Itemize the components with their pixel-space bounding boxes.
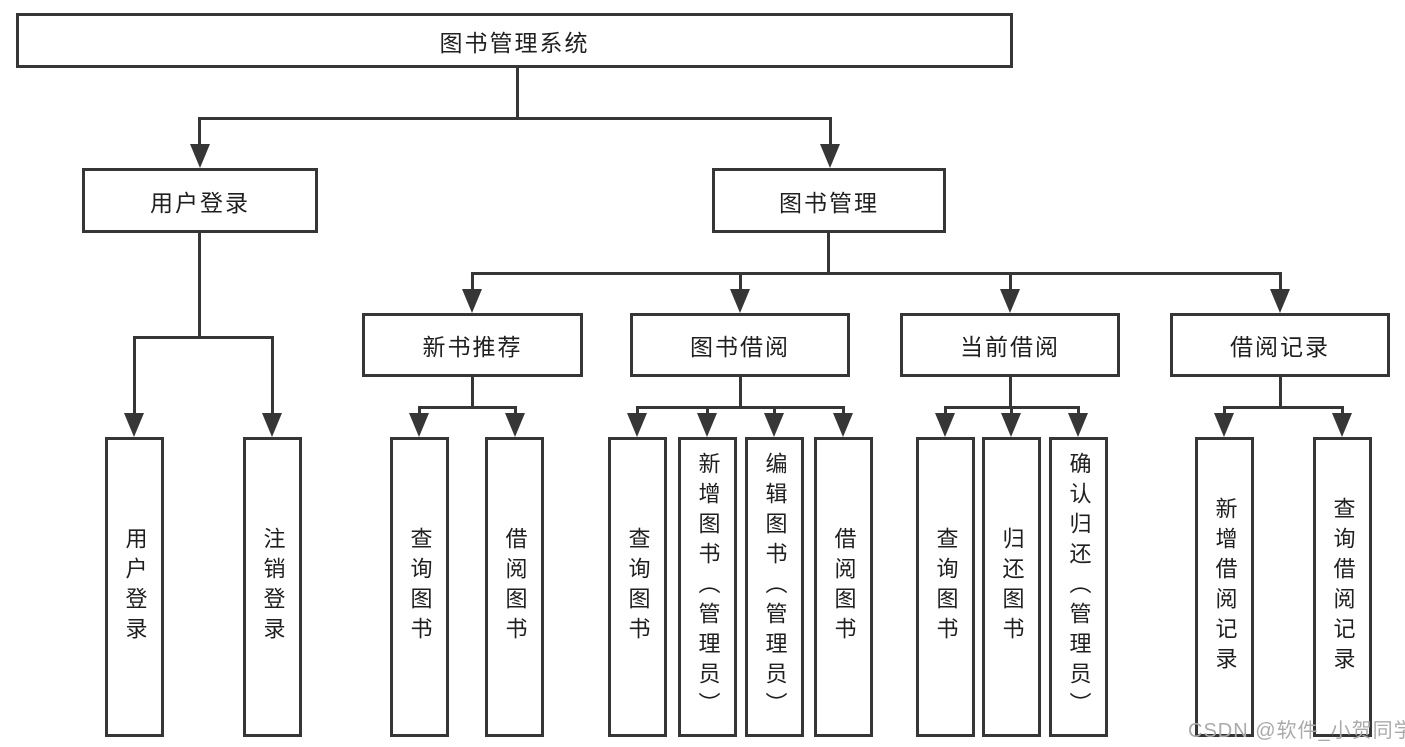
arrow-down-icon [1068,413,1088,437]
connector-line [471,377,474,409]
arrow-down-icon [1332,413,1352,437]
connector-line [471,272,1281,275]
arrow-down-icon [1001,413,1021,437]
leaf-query-books-borrow: 查询图书 [608,437,667,737]
arrow-down-icon [833,413,853,437]
leaf-label: 借阅图书 [831,527,857,647]
leaf-confirm-return-admin: 确认归还（管理员） [1049,437,1108,737]
node-label: 图书借阅 [690,334,790,360]
leaf-query-borrow-record: 查询借阅记录 [1313,437,1372,737]
connector-line [271,336,274,418]
node-book-management: 图书管理 [712,168,946,233]
connector-line [418,406,421,418]
connector-line [827,233,830,272]
leaf-add-borrow-record: 新增借阅记录 [1195,437,1254,737]
csdn-watermark: CSDN @软件_小贺同学 [1188,720,1405,742]
leaf-user-login: 用户登录 [105,437,164,737]
arrow-down-icon [730,289,750,313]
leaf-edit-book-admin: 编辑图书（管理员） [745,437,804,737]
connector-line [516,68,519,117]
leaf-label: 新增借阅记录 [1212,497,1238,677]
connector-line [471,272,474,295]
connector-line [1009,272,1012,295]
arrow-down-icon [462,289,482,313]
node-label: 图书管理系统 [439,29,590,56]
node-new-book-recommendation: 新书推荐 [362,313,583,377]
leaf-label: 借阅图书 [502,527,528,647]
arrow-down-icon [627,413,647,437]
leaf-label: 注销登录 [260,527,286,647]
arrow-down-icon [1270,289,1290,313]
connector-line [773,406,776,418]
arrow-down-icon [1000,289,1020,313]
connector-line [706,406,709,418]
arrow-down-icon [124,413,144,437]
leaf-label: 查询图书 [407,527,433,647]
leaf-label: 查询图书 [625,527,651,647]
node-label: 新书推荐 [422,334,523,360]
leaf-borrow-books-borrow: 借阅图书 [814,437,873,737]
connector-line [1009,377,1012,409]
arrow-down-icon [409,413,429,437]
arrow-down-icon [190,144,210,168]
connector-line [198,117,832,120]
connector-line [944,406,947,418]
leaf-query-books-newbook: 查询图书 [390,437,449,737]
leaf-label: 归还图书 [999,527,1025,647]
connector-line [1279,377,1282,409]
connector-line [1223,406,1344,409]
leaf-logout: 注销登录 [243,437,302,737]
node-library-management-system: 图书管理系统 [16,13,1013,68]
connector-line [133,336,274,339]
leaf-label: 用户登录 [122,527,148,647]
connector-line [514,406,517,418]
arrow-down-icon [262,413,282,437]
leaf-label: 编辑图书（管理员） [762,452,788,722]
connector-line [418,406,517,409]
node-book-borrowing: 图书借阅 [630,313,850,377]
arrow-down-icon [764,413,784,437]
leaf-return-book: 归还图书 [982,437,1041,737]
arrow-down-icon [820,144,840,168]
connector-line [842,406,845,418]
connector-line [1010,406,1013,418]
arrow-down-icon [1214,413,1234,437]
connector-line [1077,406,1080,418]
connector-line [636,406,845,409]
arrow-down-icon [697,413,717,437]
connector-line [198,233,201,336]
connector-line [1341,406,1344,418]
leaf-label: 确认归还（管理员） [1066,452,1092,722]
leaf-add-book-admin: 新增图书（管理员） [678,437,737,737]
leaf-borrow-books-newbook: 借阅图书 [485,437,544,737]
connector-line [739,377,742,409]
arrow-down-icon [505,413,525,437]
leaf-label: 查询借阅记录 [1330,497,1356,677]
connector-line [636,406,639,418]
node-borrowing-records: 借阅记录 [1170,313,1390,377]
connector-line [739,272,742,295]
node-label: 借阅记录 [1230,334,1330,360]
connector-line [1223,406,1226,418]
node-current-borrowing: 当前借阅 [900,313,1120,377]
connector-line [1279,272,1282,295]
leaf-label: 查询图书 [933,527,959,647]
node-label: 图书管理 [779,189,879,216]
leaf-query-books-current: 查询图书 [916,437,975,737]
connector-line [198,117,201,150]
node-label: 当前借阅 [960,334,1060,360]
leaf-label: 新增图书（管理员） [695,452,721,722]
node-label: 用户登录 [150,189,250,216]
arrow-down-icon [935,413,955,437]
node-user-login: 用户登录 [82,168,318,233]
connector-line [829,117,832,150]
connector-line [133,336,136,418]
